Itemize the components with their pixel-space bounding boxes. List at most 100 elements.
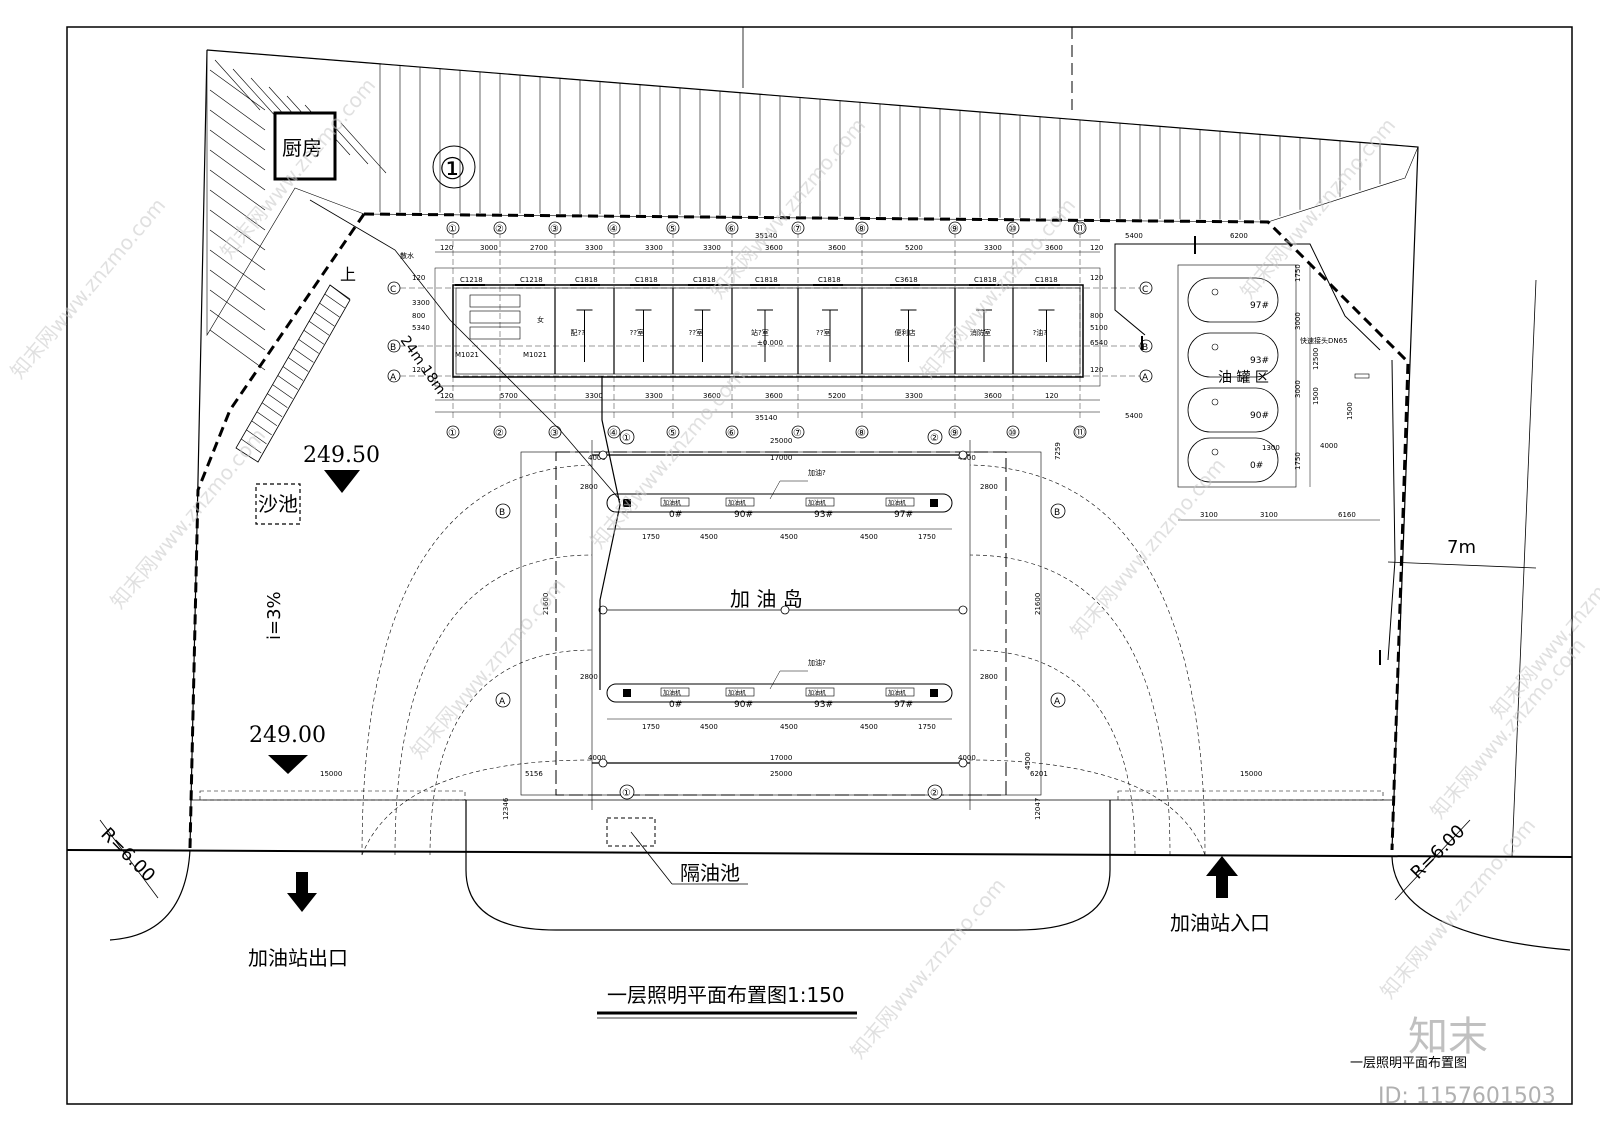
curb-right: [1391, 856, 1571, 951]
island-dim: 1750: [642, 533, 660, 541]
pump-grade: 97#: [894, 700, 913, 710]
pump-box-label: 加油机: [663, 689, 681, 697]
pump-grade: 93#: [814, 700, 833, 710]
canopy-width: 25000: [770, 437, 792, 445]
stair-tread: [282, 366, 304, 381]
pump-box: [660, 687, 690, 697]
toilet-stall: [469, 326, 521, 340]
axis-bubble-bottom: [607, 425, 621, 439]
canopy-row-right-label: A: [1054, 697, 1061, 707]
island-dim: 4500: [780, 533, 798, 541]
axis-bubble-bottom: [791, 425, 805, 439]
dim-right: 6540: [1090, 339, 1108, 347]
pump-box: [805, 687, 835, 697]
canopy-axis-top-label: ①: [622, 433, 631, 444]
toilet-stall: [469, 294, 521, 308]
watermark-text: 知末网www.znzmo.com: [215, 73, 380, 263]
embankment-hatch: [206, 49, 1419, 371]
window-label: C1218: [460, 276, 483, 284]
axis-bubble-bottom: [1073, 425, 1087, 439]
dim-bottom: 3600: [703, 392, 721, 400]
tank-pipes: [1114, 236, 1396, 665]
tank-bottom-dim: 3100: [1260, 511, 1278, 519]
axis-label-bottom: ⑨: [950, 428, 959, 439]
island-dim: 4500: [700, 723, 718, 731]
axis-bubble-top: [948, 221, 962, 235]
tank-side-dim: 1750: [1294, 264, 1302, 282]
canopy-axis-bottom-label: ②: [930, 788, 939, 799]
door-mark-2: M1021: [523, 351, 547, 359]
drawing-subtitle: 一层照明平面布置图: [1350, 1056, 1467, 1071]
canopy-row-left-label: B: [499, 508, 505, 518]
pump-box-label: 加油机: [888, 499, 906, 507]
dim-top: 3300: [645, 244, 663, 252]
hatch-line: [209, 149, 266, 191]
window-label: C1818: [818, 276, 841, 284]
elevation-high: 249.50: [303, 443, 380, 468]
stair-tread: [251, 420, 272, 436]
hatch-line: [209, 269, 266, 311]
axis-bubble-bottom: [446, 425, 460, 439]
road-strip-right: [1117, 790, 1384, 801]
canopy-offset: 4000: [958, 754, 976, 762]
stair: [235, 284, 351, 463]
stair-tread: [272, 384, 293, 399]
island-dim: 4500: [780, 723, 798, 731]
elevation-high-marker: [324, 470, 360, 493]
axis-label-top: ③: [550, 224, 559, 235]
axis-label-bottom: ⑤: [668, 428, 677, 439]
dim-top: 2700: [530, 244, 548, 252]
dim-top: 3600: [765, 244, 783, 252]
tank-manhole: [1211, 448, 1219, 456]
radius-left-label: R=6.00: [96, 824, 159, 887]
tank-label: 90#: [1250, 411, 1269, 421]
watermark-text: 知末网www.znzmo.com: [1065, 453, 1230, 643]
tank-manhole: [1211, 398, 1219, 406]
room-label: 站?室: [751, 328, 769, 337]
width-right-label: 7m: [1447, 537, 1476, 558]
turning-arcs: [361, 464, 1206, 856]
canopy-bottom-dim: 15000: [320, 770, 342, 778]
row-label-left: C: [390, 285, 396, 295]
pump-grade: 97#: [894, 510, 913, 520]
dim-bottom: 3300: [585, 392, 603, 400]
dim-bottom: 3600: [765, 392, 783, 400]
tank-oval: [1187, 277, 1279, 323]
watermark-text: 知末网www.znzmo.com: [705, 113, 870, 303]
island-end-dim: 2800: [980, 483, 998, 491]
dim-top-right: 5400: [1125, 232, 1143, 240]
tank-area-label: 油 罐 区: [1218, 370, 1269, 386]
axis-bubble-top: [493, 221, 507, 235]
stair-tread: [314, 311, 335, 327]
island-callout-line: [769, 670, 781, 690]
stair-tread: [288, 357, 309, 372]
canopy-inner-width: 17000: [770, 454, 792, 462]
hatch-line: [209, 329, 266, 371]
light-fixture: [598, 758, 608, 768]
island-callout: 加油?: [808, 468, 826, 477]
hatch-line: [209, 309, 266, 351]
axis-label-bottom: ⑩: [1008, 428, 1017, 439]
row-label-left: B: [390, 343, 396, 353]
dim-bottom-right: 5400: [1125, 412, 1143, 420]
canopy-side-dim: 21600: [542, 593, 550, 615]
dim-top: 120: [440, 244, 453, 252]
kitchen-box: [273, 111, 337, 181]
site-boundary-left: [189, 49, 208, 849]
row-bubble-right: [1139, 281, 1153, 295]
light-fixture: [958, 605, 968, 615]
stair-tread: [303, 330, 325, 345]
tank-bottom-dim: 3100: [1200, 511, 1218, 519]
light-fixture: [958, 758, 968, 768]
window-label: C1818: [974, 276, 997, 284]
row-bubble-left: [387, 369, 401, 383]
pump-box-label: 加油机: [728, 689, 746, 697]
canopy-offset: 4000: [958, 454, 976, 462]
row-label-right: C: [1142, 285, 1148, 295]
canopy-bottom-dim: 6201: [1030, 770, 1048, 778]
axis-bubble-bottom: [948, 425, 962, 439]
